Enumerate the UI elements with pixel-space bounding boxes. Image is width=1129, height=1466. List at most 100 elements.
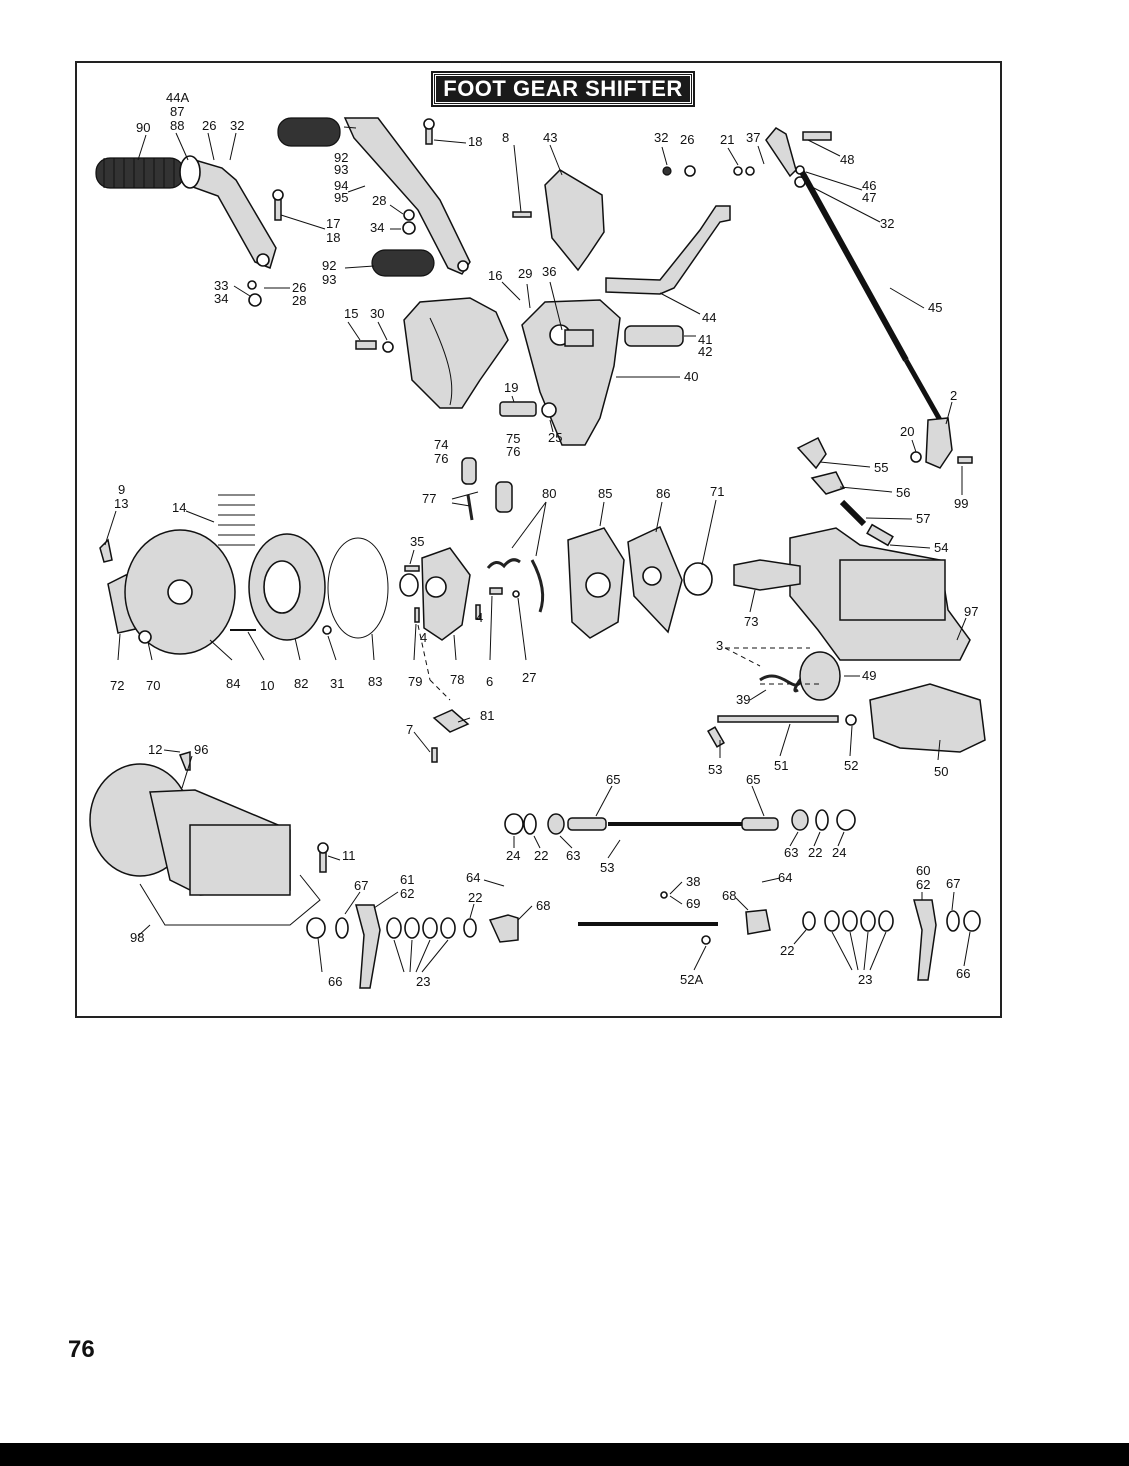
part-label: 72 (110, 678, 124, 693)
part-label: 95 (334, 190, 348, 205)
part-label: 94 (334, 178, 348, 193)
part-label: 49 (862, 668, 876, 683)
part-label: 64 (778, 870, 792, 885)
part-label: 76 (434, 451, 448, 466)
part-label: 86 (656, 486, 670, 501)
part-label: 70 (146, 678, 160, 693)
part-label: 51 (774, 758, 788, 773)
part-label: 42 (698, 344, 712, 359)
part-label: 9 (118, 482, 125, 497)
crank-50 (869, 683, 986, 753)
part-label: 12 (148, 742, 162, 757)
shift-shaft-44 (605, 205, 731, 295)
part-label: 23 (858, 972, 872, 987)
part-label: 17 (326, 216, 340, 231)
part-label: 26 (680, 132, 694, 147)
part-label: 81 (480, 708, 494, 723)
part-label: 80 (542, 486, 556, 501)
block-68-left (488, 914, 519, 943)
part-label: 83 (368, 674, 382, 689)
part-label: 32 (654, 130, 668, 145)
part-label: 22 (808, 845, 822, 860)
part-label: 64 (466, 870, 480, 885)
part-label: 73 (744, 614, 758, 629)
page-number: 76 (68, 1336, 95, 1363)
part-label: 74 (434, 437, 448, 452)
part-label: 54 (934, 540, 948, 555)
part-label: 77 (422, 491, 436, 506)
part-label: 32 (230, 118, 244, 133)
part-label: 62 (400, 886, 414, 901)
part-label: 66 (328, 974, 342, 989)
fork-60 (913, 899, 937, 981)
part-label: 35 (410, 534, 424, 549)
part-label: 53 (708, 762, 722, 777)
part-label: 18 (326, 230, 340, 245)
part-label: 92 (322, 258, 336, 273)
part-label: 31 (330, 676, 344, 691)
part-label: 22 (534, 848, 548, 863)
part-label: 62 (916, 877, 930, 892)
part-label: 16 (488, 268, 502, 283)
part-label: 18 (468, 134, 482, 149)
part-label: 37 (746, 130, 760, 145)
part-label: 93 (322, 272, 336, 287)
gear-49 (799, 651, 841, 701)
part-label: 41 (698, 332, 712, 347)
part-label: 47 (862, 190, 876, 205)
footer-bar (0, 1443, 1129, 1466)
part-label: 52A (680, 972, 703, 987)
part-label: 14 (172, 500, 186, 515)
part-label: 27 (522, 670, 536, 685)
part-label: 33 (214, 278, 228, 293)
block-68-right (745, 909, 771, 935)
part-label: 29 (518, 266, 532, 281)
cam-78 (421, 547, 471, 641)
part-label: 15 (344, 306, 358, 321)
part-label: 40 (684, 369, 698, 384)
heel-lever (187, 156, 277, 270)
gearbox-case (89, 750, 329, 926)
part-label: 68 (536, 898, 550, 913)
shifter-cam-40 (521, 299, 621, 446)
part-label: 11 (342, 848, 356, 863)
part-label: 50 (934, 764, 948, 779)
fork-61 (355, 904, 381, 989)
part-label: 65 (746, 772, 760, 787)
part-label: 26 (202, 118, 216, 133)
part-label: 90 (136, 120, 150, 135)
part-label: 28 (372, 193, 386, 208)
part-label: 23 (416, 974, 430, 989)
part-label: 63 (784, 845, 798, 860)
pedal-rubber-92-top (277, 117, 341, 147)
foot-pedal-assembly (95, 117, 471, 307)
housing-cover (403, 297, 509, 409)
part-label: 4 (420, 630, 427, 645)
part-label: 96 (194, 742, 208, 757)
part-label: 97 (964, 604, 978, 619)
part-label: 76 (506, 444, 520, 459)
clutch-assembly (99, 494, 481, 763)
part-label: 44 (702, 310, 716, 325)
part-label: 19 (504, 380, 518, 395)
part-label: 4 (476, 610, 483, 625)
part-label: 87 (170, 104, 184, 119)
part-label: 2 (950, 388, 957, 403)
part-label: 26 (292, 280, 306, 295)
part-label: 38 (686, 874, 700, 889)
part-label: 63 (566, 848, 580, 863)
part-label: 61 (400, 872, 414, 887)
diagram-title: FOOT GEAR SHIFTER (431, 71, 695, 107)
part-label: 71 (710, 484, 724, 499)
part-label: 57 (916, 511, 930, 526)
pedal-rubber-92-bottom (371, 249, 435, 277)
part-label: 79 (408, 674, 422, 689)
part-label: 69 (686, 896, 700, 911)
part-label: 34 (214, 291, 228, 306)
part-label: 21 (720, 132, 734, 147)
part-label: 55 (874, 460, 888, 475)
washer-71 (683, 562, 713, 596)
part-label: 24 (832, 845, 846, 860)
part-label: 46 (862, 178, 876, 193)
